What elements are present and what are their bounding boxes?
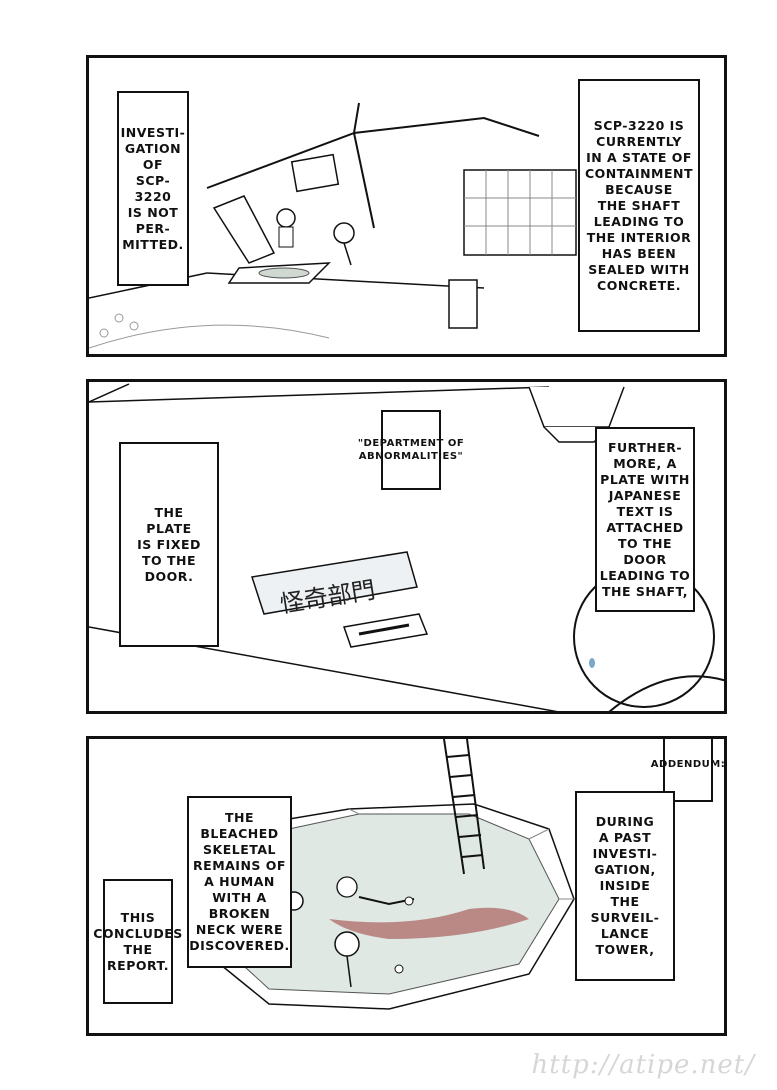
worker-figure-icon — [276, 208, 296, 228]
watermark: http://atipe.net/ — [531, 1050, 755, 1080]
caption-plate-fixed: THE PLATE IS FIXED TO THE DOOR. — [119, 442, 219, 647]
door-plate-art: 怪奇部門 — [89, 383, 724, 711]
skull-icon — [336, 876, 358, 898]
caption-skeletal-remains: THE BLEACHED SKELETAL REMAINS OF A HUMAN… — [187, 796, 292, 968]
caption-investigation-not-permitted: INVESTI- GATION OF SCP-3220 IS NOT PER- … — [117, 91, 189, 286]
door-icon — [448, 279, 478, 329]
ladder-icon — [443, 739, 485, 875]
caption-past-investigation: DURING A PAST INVESTI- GATION, INSIDE TH… — [575, 791, 675, 981]
observer-figure-icon — [334, 931, 360, 957]
caption-department-name: "DEPARTMENT OF ABNORMALITIES" — [358, 410, 464, 490]
panel-containment-room: INVESTI- GATION OF SCP-3220 IS NOT PER- … — [86, 55, 727, 357]
visitor-figure-icon — [333, 222, 355, 244]
caption-japanese-plate: FURTHER- MORE, A PLATE WITH JAPANESE TEX… — [595, 427, 695, 612]
japanese-plate — [251, 551, 418, 615]
caption-containment-state: SCP-3220 IS CURRENTLY IN A STATE OF CONT… — [578, 79, 700, 332]
containment-room-art — [89, 102, 577, 349]
caption-report-end: THIS CONCLUDES THE REPORT. — [93, 879, 182, 1004]
panel-tower-interior: ADDENDUM: DURING A PAST INVESTI- GATION,… — [86, 736, 727, 1036]
panel-door-plate: 怪奇部門 THE PLATE IS FIXED TO THE DOOR. "DE… — [86, 379, 727, 714]
